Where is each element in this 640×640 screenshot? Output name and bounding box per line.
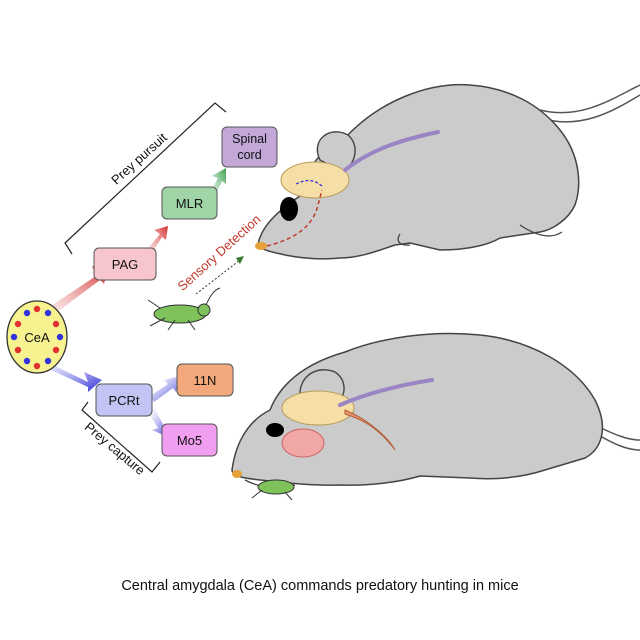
mouse-hind-leg [519, 224, 563, 237]
sensory-arrowhead [236, 256, 244, 264]
neuron-dot [23, 357, 31, 365]
mouse-motor-tract [338, 378, 434, 407]
cea-ellipse [6, 300, 68, 374]
cricket-prey [147, 287, 221, 331]
node-pag: PAG [93, 247, 157, 281]
mouse-eye-lower [266, 423, 284, 437]
node-spinal-cord: Spinal cord [221, 126, 278, 168]
spinal-box [221, 126, 278, 168]
capture-label: Prey capture [82, 419, 148, 478]
pursuit-label: Prey pursuit [108, 130, 170, 188]
sensory-arrow [195, 259, 241, 295]
spinal-label-line2: cord [237, 148, 261, 162]
sensory-detection-label: Sensory Detection [174, 212, 263, 294]
mouse-muscle [344, 409, 396, 451]
cricket-antenna [205, 287, 221, 306]
sensory-pathway [266, 189, 323, 247]
node-cea: CeA [6, 300, 68, 374]
neuron-dot [44, 357, 52, 365]
n11-box [176, 363, 234, 397]
mouse-eye [280, 197, 298, 221]
mlr-label: MLR [176, 196, 203, 211]
cricket-caught [251, 479, 295, 501]
neuron-dot [52, 346, 60, 354]
mouse-spinal-tract [343, 130, 440, 172]
capturing-mouse [231, 332, 640, 489]
neuron-dot [10, 333, 18, 341]
pcrt-box [95, 383, 153, 417]
cricket-head [197, 303, 211, 317]
pag-box [93, 247, 157, 281]
figure-caption: Central amygdala (CeA) commands predator… [121, 578, 519, 594]
spinal-label-line1: Spinal [232, 132, 267, 146]
mouse-nose [255, 242, 267, 250]
node-pcrt: PCRt [95, 383, 153, 417]
pag-label: PAG [112, 257, 139, 272]
n11-label: 11N [194, 373, 217, 388]
arrow-pcrt-to-11n [150, 376, 180, 402]
cea-label: CeA [24, 330, 50, 345]
neuron-dot [56, 333, 64, 341]
pursuing-mouse [255, 83, 640, 260]
node-11n: 11N [176, 363, 234, 397]
mouse-brain-lower [281, 390, 355, 426]
mouse-front-paw [397, 233, 411, 246]
neuron-dot [14, 346, 22, 354]
brain-internal-path [295, 179, 323, 187]
neuron-dot [14, 320, 22, 328]
node-mlr: MLR [161, 186, 218, 220]
mouse-cheek [281, 428, 325, 458]
neuron-dot [44, 309, 52, 317]
pcrt-label: PCRt [108, 393, 139, 408]
mouse-tail [539, 84, 640, 114]
mouse-brain [280, 161, 350, 199]
neuron-dot [33, 362, 41, 370]
capture-bracket [81, 401, 161, 473]
cricket-caught-legs [251, 489, 293, 501]
neuron-dot [23, 309, 31, 317]
cricket-caught-body [257, 479, 295, 495]
mlr-box [161, 186, 218, 220]
mo5-box [161, 423, 218, 457]
neuron-dot [52, 320, 60, 328]
mo5-label: Mo5 [177, 433, 202, 448]
pursuit-bracket [64, 102, 227, 255]
neuron-dot [33, 305, 41, 313]
node-mo5: Mo5 [161, 423, 218, 457]
cricket-legs [147, 299, 196, 331]
mouse-nose-lower [232, 470, 242, 478]
